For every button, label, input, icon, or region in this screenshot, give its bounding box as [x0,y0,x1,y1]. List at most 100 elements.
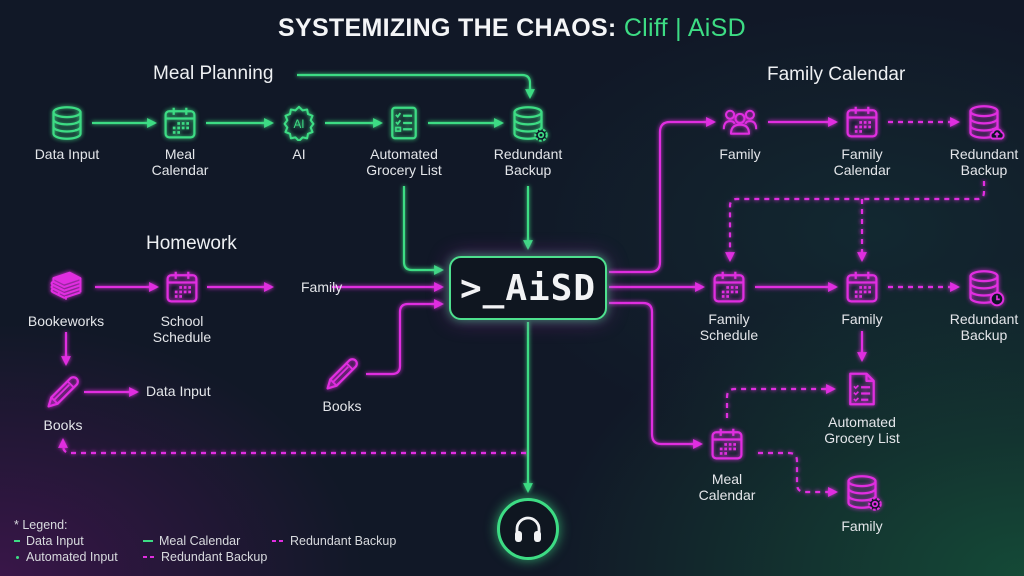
label-line: Family [708,311,750,327]
legend-item: Automated Input [14,549,143,565]
label-line: Grocery List [824,430,900,446]
label-line: Meal [164,146,196,162]
edge-meal-planning-to-backup [297,73,535,99]
label-line: Family [841,518,883,534]
pencil-icon [326,358,358,390]
label-line: Meal [711,471,743,487]
section-title-family-calendar: Family Calendar [767,64,906,85]
edge-hub-to-meal-calendar [609,301,703,449]
label-line: Books [322,398,362,414]
label-line: Redundant [493,146,563,162]
calendar-icon [846,270,878,303]
legend-item: Redundant Backup [272,533,396,549]
edge-books-to-hub [366,299,444,376]
edge-hub-dash-to-books [58,438,526,455]
database-gear-icon [847,475,882,511]
label-line: Schedule [152,329,212,345]
books-stack-icon [50,271,82,301]
edge-grocery-to-hub [402,186,444,275]
database-clock-icon [969,270,1005,307]
node-label-hw-family[interactable]: Family [301,279,342,295]
node-label-hw-bookeworks[interactable]: Bookeworks [28,313,104,329]
database-icon [52,106,82,140]
node-label-meal-ai[interactable]: AI [292,146,305,162]
label-line: Grocery List [366,162,442,178]
label-line: Automated [370,146,438,162]
legend-label: Redundant Backup [290,534,397,548]
title-main: SYSTEMIZING THE CHAOS: [278,14,617,42]
edge-meal-calendar-to-grocery [725,384,836,418]
section-title-meal-planning: Meal Planning [153,63,274,84]
pencil-icon [47,376,79,408]
label-line: Backup [504,162,552,178]
legend-label: Redundant Backup [161,550,268,564]
node-label-hw-books[interactable]: Books [44,417,83,433]
people-icon [722,109,758,135]
calendar-icon [846,105,878,138]
label-line: Automated [828,414,896,430]
label-line: Calendar [698,487,756,503]
label-line: Data Input [34,146,100,162]
checklist-icon [391,106,417,140]
legend-swatch [272,540,284,542]
label-line: Data Input [146,383,211,399]
node-label-hw-data-input[interactable]: Data Input [146,383,211,399]
label-line: Family [841,311,883,327]
node-label-fc-family-bottom[interactable]: Family [841,518,882,534]
calendar-icon [164,106,196,139]
title-accent: Cliff | AiSD [623,14,746,42]
legend-swatch [16,555,19,559]
legend-swatch [14,540,20,542]
label-line: Backup [960,327,1008,343]
legend-item: Redundant Backup [143,549,267,565]
node-label-mid-books[interactable]: Books [323,398,362,414]
aisd-hub[interactable]: >_AiSD [449,256,607,320]
calendar-icon [713,270,745,303]
hub-label: >_AiSD [459,267,597,309]
label-line: Family [719,146,761,162]
node-label-fc-family[interactable]: Family [719,146,760,162]
calendar-icon [711,427,743,460]
label-line: AI [292,146,306,162]
database-gear-icon [513,106,548,142]
legend-title: * Legend: [14,518,68,532]
node-label-meal-data-input[interactable]: Data Input [35,146,100,162]
label-line: School [160,313,204,329]
headphones-icon [515,516,541,542]
legend-label: Automated Input [26,550,118,564]
edge-hub-to-family [609,117,716,274]
database-cloud-icon [969,105,1005,140]
document-checklist-icon [849,372,875,406]
legend-label: Meal Calendar [159,534,241,548]
label-line: Calendar [833,162,891,178]
label-line: Family [301,279,343,295]
label-line: Backup [960,162,1008,178]
label-line: Calendar [151,162,209,178]
label-line: Family [841,146,883,162]
node-label-fc-family-mid[interactable]: Family [841,311,882,327]
label-line: Bookeworks [27,313,105,329]
label-line: Redundant [949,311,1019,327]
legend-item: Meal Calendar [143,533,272,549]
ai-gear-icon [283,105,315,141]
legend-item: Data Input [14,533,143,549]
legend-label: Data Input [26,534,84,548]
label-line: Books [43,417,83,433]
support-button[interactable] [497,498,559,560]
page-title: SYSTEMIZING THE CHAOS: Cliff | AiSD [0,14,1024,43]
legend-swatch [143,539,153,543]
label-line: Schedule [699,327,759,343]
label-line: Redundant [949,146,1019,162]
edge-backup-top-to-schedule [725,181,986,262]
